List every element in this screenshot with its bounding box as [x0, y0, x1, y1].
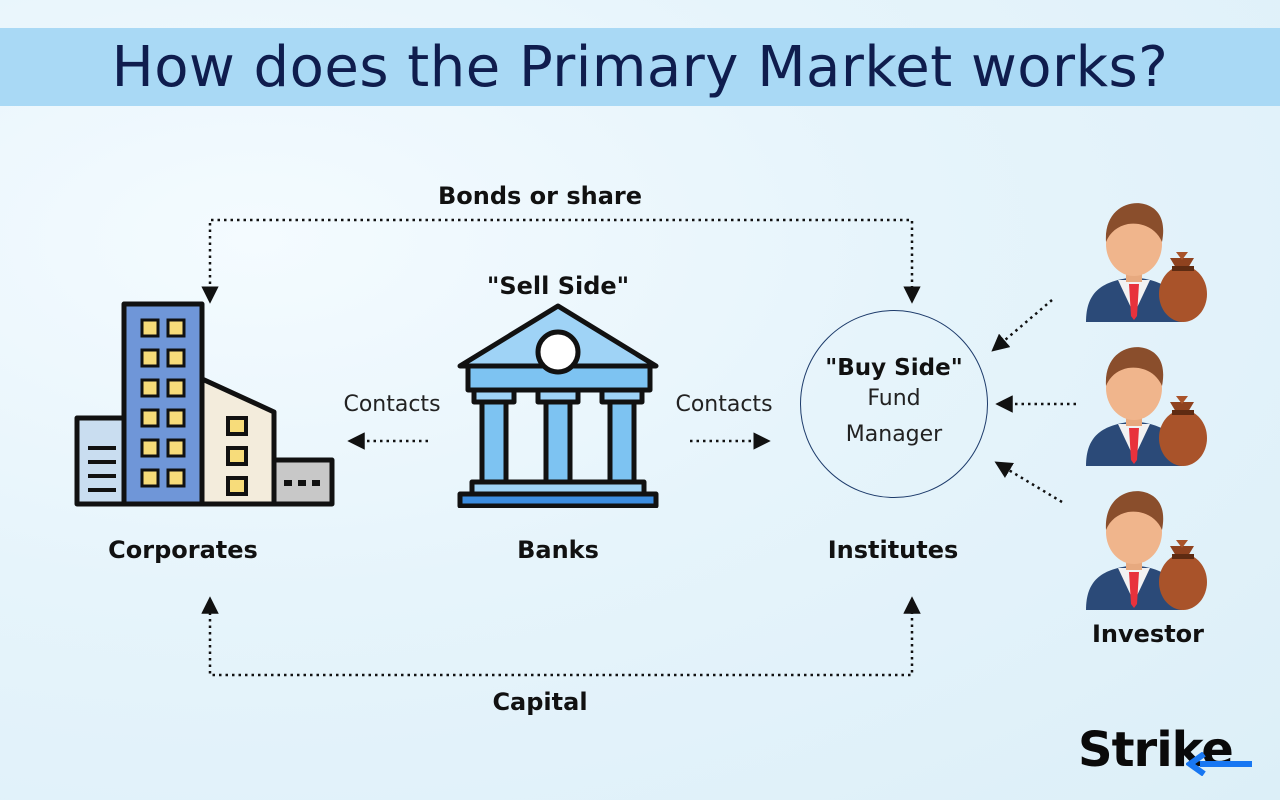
fund-label: Fund	[867, 386, 921, 411]
bottom-flow-arrow	[201, 596, 921, 677]
investor-icon	[1086, 203, 1207, 322]
title-band: How does the Primary Market works?	[0, 28, 1280, 106]
sell-side-tag: "Sell Side"	[486, 272, 630, 300]
left-contacts-label: Contacts	[343, 392, 441, 417]
corporates-building-icon	[74, 301, 335, 507]
institutes-label: Institutes	[827, 536, 959, 564]
right-contacts-label: Contacts	[675, 392, 773, 417]
investor-label: Investor	[1091, 620, 1205, 648]
investor-top-arrow	[991, 299, 1053, 352]
banks-label: Banks	[517, 536, 599, 564]
page-title: How does the Primary Market works?	[111, 34, 1169, 100]
investor-icon	[1086, 491, 1207, 610]
capital-label: Capital	[492, 688, 588, 716]
bonds-or-share-label: Bonds or share	[437, 182, 643, 210]
logo-text: Strike	[1078, 722, 1234, 778]
strike-logo: Strike	[1078, 722, 1234, 778]
buy-side-circle: "Buy Side" Fund Manager	[800, 310, 988, 498]
buy-side-tag: "Buy Side"	[825, 355, 963, 381]
manager-label: Manager	[845, 422, 943, 447]
corporates-label: Corporates	[108, 536, 258, 564]
bank-icon	[457, 303, 659, 508]
logo-arrow-icon	[1186, 752, 1252, 776]
top-flow-arrow	[201, 218, 921, 304]
investor-bottom-arrow	[994, 461, 1063, 504]
investor-icon	[1086, 347, 1207, 466]
